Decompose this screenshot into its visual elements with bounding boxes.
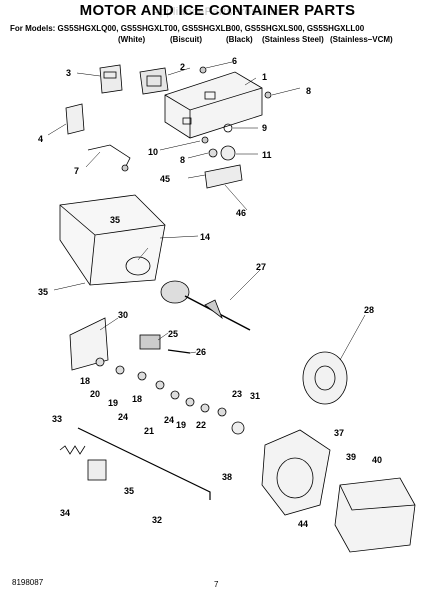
callout-11: 11	[262, 150, 272, 160]
part-auger-motor	[261, 429, 331, 516]
callout-8-top: 8	[306, 86, 311, 96]
part-wire-harness	[87, 144, 131, 172]
callout-14: 14	[200, 232, 210, 242]
watermark: AppliancePartsPros.com	[151, 6, 284, 18]
part-pin	[167, 349, 191, 354]
callout-39: 39	[346, 452, 356, 462]
callout-32: 32	[152, 515, 162, 525]
callout-46: 46	[236, 208, 246, 218]
variant-stainless-vcm: (Stainless–VCM)	[330, 35, 393, 44]
callout-40: 40	[372, 455, 382, 465]
callout-28: 28	[364, 305, 374, 315]
callout-38: 38	[222, 472, 232, 482]
part-crusher	[302, 351, 348, 405]
part-screw-6	[199, 66, 207, 74]
callout-22: 22	[196, 420, 206, 430]
callout-26: 26	[196, 347, 206, 357]
part-ice-container	[59, 194, 166, 286]
callout-35-a: 35	[110, 215, 120, 225]
part-switch	[139, 67, 169, 95]
part-motor-cover	[164, 71, 263, 139]
callout-44: 44	[298, 519, 308, 529]
part-mounting-plate	[69, 317, 109, 371]
callout-21: 21	[144, 426, 154, 436]
callout-9: 9	[262, 123, 267, 133]
callout-27: 27	[256, 262, 266, 272]
part-bracket	[65, 103, 85, 135]
callout-34: 34	[60, 508, 70, 518]
callout-30: 30	[118, 310, 128, 320]
callout-23: 23	[232, 389, 242, 399]
callout-4: 4	[38, 134, 43, 144]
part-clip	[87, 459, 107, 481]
callout-18-b: 18	[132, 394, 142, 404]
page-title: MOTOR AND ICE CONTAINER PARTS	[79, 2, 356, 19]
callout-24-a: 24	[118, 412, 128, 422]
callout-10: 10	[148, 147, 158, 157]
callout-31: 31	[250, 391, 260, 401]
callout-2: 2	[180, 62, 185, 72]
doc-number: 8198087	[12, 578, 44, 587]
callout-19-a: 19	[108, 398, 118, 408]
part-relay	[99, 64, 123, 94]
leader-lines	[47, 61, 366, 361]
part-auger	[160, 280, 251, 331]
callout-1: 1	[262, 72, 267, 82]
callout-25: 25	[168, 329, 178, 339]
callout-3: 3	[66, 68, 71, 78]
part-mount-46	[204, 164, 243, 189]
callout-35-b: 35	[38, 287, 48, 297]
part-rod	[77, 427, 211, 500]
part-spring	[59, 445, 86, 455]
part-motor-cover-44	[334, 477, 416, 553]
callout-45: 45	[160, 174, 170, 184]
callout-7: 7	[74, 166, 79, 176]
callout-6: 6	[232, 56, 237, 66]
variant-white: (White)	[118, 35, 146, 44]
callout-35-c: 35	[124, 486, 134, 496]
part-small-hardware	[201, 91, 272, 161]
callout-37: 37	[334, 428, 344, 438]
callout-8-mid: 8	[180, 155, 185, 165]
models-line: For Models: GS5SHGXLQ00, GS5SHGXLT00, GS…	[10, 24, 365, 33]
callout-33: 33	[52, 414, 62, 424]
callout-19-b: 19	[176, 420, 186, 430]
callout-24-b: 24	[164, 415, 174, 425]
part-shaft-hardware	[95, 357, 245, 435]
callout-numbers: 1 2 3 4 6 7 8 8 9 10 11 14 18 18 19 19 2…	[38, 56, 382, 529]
page-number: 7	[214, 580, 219, 589]
variant-black: (Black)	[226, 35, 253, 44]
variant-stainless-steel: (Stainless Steel)	[262, 35, 324, 44]
part-gear-block	[139, 334, 161, 350]
variant-biscuit: (Biscuit)	[170, 35, 202, 44]
callout-18-a: 18	[80, 376, 90, 386]
callout-20: 20	[90, 389, 100, 399]
